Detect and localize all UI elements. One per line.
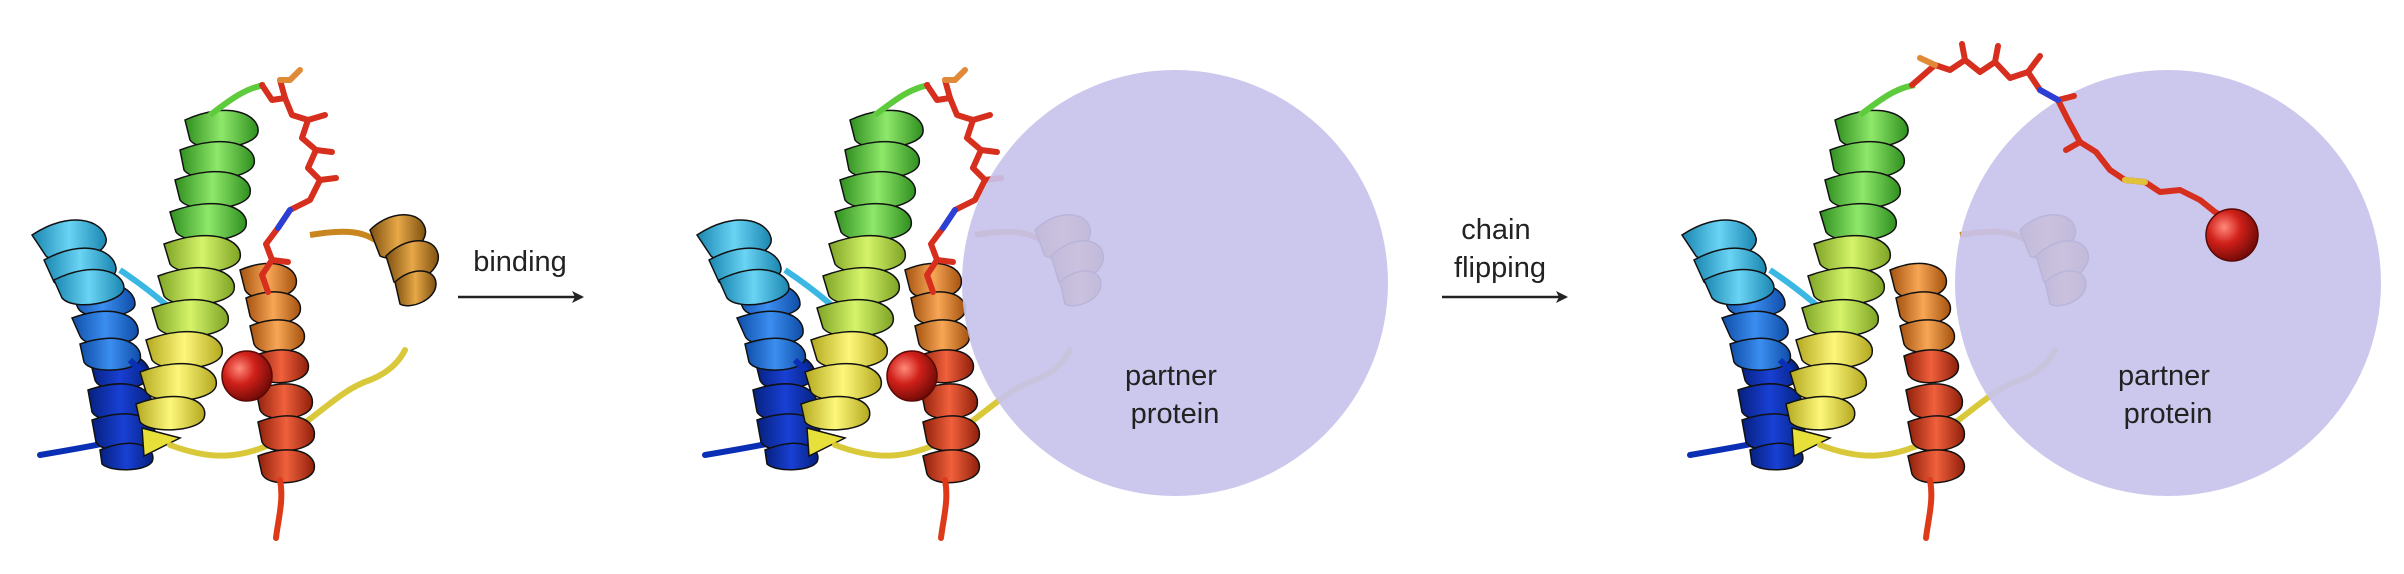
partner-protein-label: partner protein <box>1125 360 1225 430</box>
arrow-chain-flipping: chain flipping <box>1442 214 1568 303</box>
arrow-label-chain-flipping: chain flipping <box>1454 214 1546 284</box>
partner-protein-disc <box>1955 70 2381 496</box>
panel-flipped: partner protein <box>1682 41 2381 538</box>
panel-bound: partner protein <box>697 70 1388 538</box>
metal-ion-sphere <box>2205 208 2259 262</box>
metal-ion-sphere <box>221 350 273 402</box>
panel-unbound <box>32 70 438 538</box>
partner-protein-disc <box>962 70 1388 496</box>
metal-ion-sphere <box>886 350 938 402</box>
arrow-label-binding: binding <box>473 246 567 278</box>
ligand-chain-extended <box>1909 41 2233 223</box>
partner-protein-label: partner protein <box>2118 360 2218 430</box>
arrow-binding: binding <box>458 246 584 303</box>
